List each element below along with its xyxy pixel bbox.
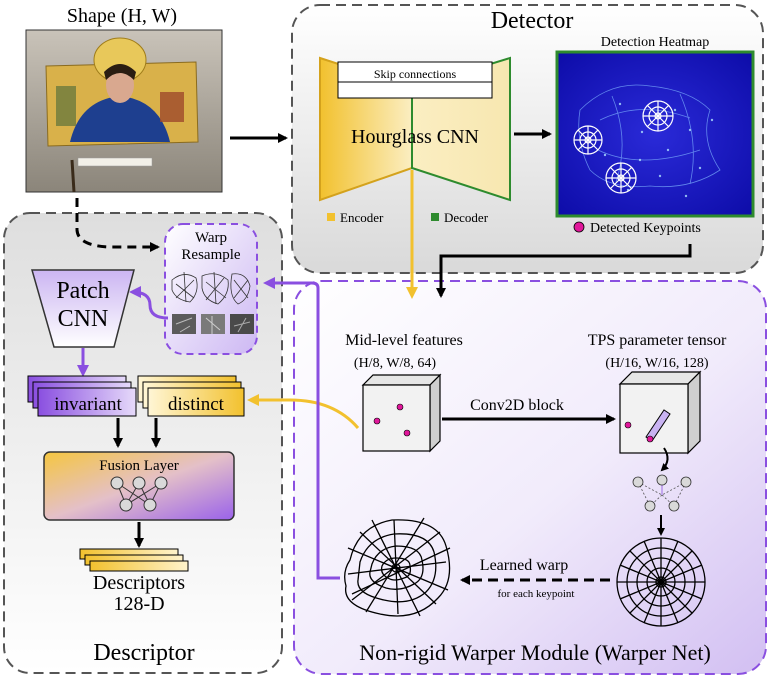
- invariant-feature-stack: invariant: [27, 375, 137, 417]
- descriptor-title: Descriptor: [93, 640, 194, 666]
- encoder-legend-swatch: [327, 213, 335, 221]
- arrow-tps-to-control-points: [660, 447, 670, 472]
- tps-parameter-cube: [618, 370, 702, 455]
- arrow-warp-to-resample: [263, 277, 340, 580]
- conv2d-label: Conv2D block: [470, 397, 564, 414]
- decoder-legend-label: Decoder: [444, 210, 489, 225]
- tps-label-1: TPS parameter tensor: [588, 332, 727, 349]
- descriptors-label: Descriptors: [93, 572, 185, 594]
- midlevel-label-1: Mid-level features: [345, 332, 463, 349]
- arrow-warp-to-patch-cnn: [129, 286, 169, 320]
- resampled-patches: [172, 314, 254, 334]
- tps-control-points-icon: [632, 474, 692, 512]
- heatmap-title: Detection Heatmap: [601, 35, 709, 50]
- detector-title: Detector: [491, 8, 574, 34]
- arrow-keypoints-to-warper: [436, 244, 692, 298]
- midlevel-keypoint-3: [403, 429, 411, 437]
- hourglass-cnn: Skip connections Hourglass CNN: [319, 56, 511, 202]
- midlevel-feature-cube: [361, 373, 442, 453]
- midlevel-keypoint-1: [396, 403, 404, 411]
- descriptors-dim-label: 128-D: [113, 593, 164, 615]
- warped-polar-grid: [344, 517, 451, 617]
- midlevel-keypoint-2: [373, 417, 381, 425]
- tps-keypoint-2: [646, 435, 654, 443]
- fusion-layer: Fusion Layer: [43, 451, 235, 521]
- patch-cnn-label-1: Patch: [56, 278, 109, 304]
- warp-resample-title-1: Warp: [195, 230, 227, 246]
- per-keypoint-label: for each keypoint: [498, 588, 575, 600]
- heatmap-keypoint-web-3: [605, 162, 637, 194]
- midlevel-label-2: (H/8, W/8, 64): [354, 356, 437, 371]
- warped-grid-icons: [171, 271, 251, 305]
- keypoint-legend-dot: [573, 221, 585, 233]
- distinct-feature-stack: distinct: [137, 375, 245, 417]
- keypoint-legend-label: Detected Keypoints: [590, 221, 701, 236]
- input-shape-label: Shape (H, W): [67, 5, 177, 27]
- descriptor-output-stack: [79, 548, 189, 572]
- encoder-legend-label: Encoder: [340, 210, 384, 225]
- warp-resample-title-2: Resample: [181, 247, 240, 263]
- skip-connections-box: [337, 61, 493, 99]
- heatmap-keypoint-web-1: [642, 100, 674, 132]
- tps-label-2: (H/16, W/16, 128): [605, 356, 709, 371]
- arrow-image-to-warp-resample: [75, 198, 160, 252]
- arrow-midlevel-to-distinct: [247, 394, 360, 429]
- learned-warp-label: Learned warp: [480, 557, 568, 574]
- patch-cnn: Patch CNN: [31, 269, 135, 348]
- detection-heatmap: [555, 50, 755, 218]
- invariant-label: invariant: [54, 394, 122, 415]
- heatmap-keypoint-web-2: [573, 125, 603, 155]
- skip-connections-label: Skip connections: [374, 67, 457, 81]
- input-photo: [25, 29, 223, 193]
- regular-polar-grid: [616, 537, 706, 627]
- patch-cnn-label-2: CNN: [58, 306, 109, 332]
- distinct-label: distinct: [168, 394, 225, 415]
- warp-resample-box: Warp Resample: [164, 223, 258, 355]
- fusion-label: Fusion Layer: [99, 458, 179, 474]
- fusion-network-icon: [110, 476, 168, 512]
- hourglass-label: Hourglass CNN: [351, 126, 479, 148]
- tps-keypoint-1: [624, 421, 632, 429]
- decoder-legend-swatch: [431, 213, 439, 221]
- warper-title: Non-rigid Warper Module (Warper Net): [359, 640, 711, 665]
